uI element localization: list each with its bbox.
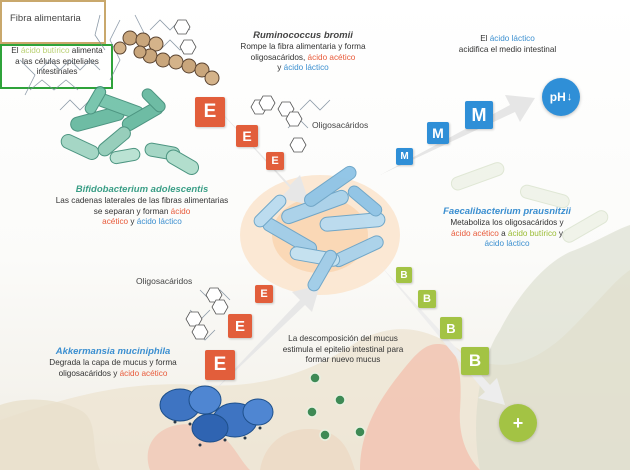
butirico-caption: El ácido butírico alimenta a las células… bbox=[2, 46, 112, 78]
marker-e-medium-top: E bbox=[236, 125, 258, 147]
butirico-highlight-box: El ácido butírico alimenta a las células… bbox=[0, 44, 113, 89]
ruminococcus-line3a: y bbox=[277, 63, 284, 72]
marker-e-small-top: E bbox=[266, 152, 284, 170]
marker-m-small: M bbox=[396, 148, 413, 165]
lactico-line2: acidifica el medio intestinal bbox=[458, 44, 557, 54]
ruminococcus-line1: Rompe la fibra alimentaria y forma bbox=[240, 42, 366, 51]
akkermansia-acetico: ácido acético bbox=[119, 368, 168, 378]
marker-b-large: B bbox=[440, 317, 462, 339]
faecalibacterium-caption: Faecalibacterium prausnitzii Metaboliza … bbox=[437, 206, 577, 250]
faecalibacterium-line1: Metaboliza los oligosacáridos y bbox=[450, 218, 564, 227]
mucus-line2: estimula el epitelio intestinal para bbox=[282, 344, 404, 354]
ph-label: pH bbox=[549, 90, 566, 104]
marker-e-large-bottom: E bbox=[205, 350, 235, 380]
bifidobacterium-line2a: se separan y forman bbox=[93, 206, 171, 216]
arrow-top-right bbox=[380, 95, 535, 175]
arrow-down-icon: ↓ bbox=[566, 91, 573, 103]
arrow-top-left bbox=[205, 95, 310, 205]
marker-b-xlarge: B bbox=[461, 347, 489, 375]
faecalibacterium-y: y bbox=[556, 228, 563, 238]
butirico-line1a: El bbox=[11, 46, 21, 55]
mucus-line1: La descomposición del mucus bbox=[288, 334, 398, 343]
akkermansia-oligosacaridos: oligosacáridos bbox=[58, 368, 111, 378]
akkermansia-y: y bbox=[110, 368, 120, 378]
bifidobacterium-acido: ácido bbox=[170, 206, 191, 216]
ruminococcus-lactico: ácido láctico bbox=[283, 63, 329, 72]
fibra-alimentaria-label: Fibra alimentaria bbox=[10, 13, 81, 24]
marker-m-medium: M bbox=[427, 122, 449, 144]
marker-b-small: B bbox=[396, 267, 412, 283]
bifidobacterium-caption: Bifidobacterium adolescentis Las cadenas… bbox=[47, 184, 237, 228]
bifidobacterium-acetico: acético bbox=[102, 217, 129, 226]
bifidobacterium-title: Bifidobacterium adolescentis bbox=[75, 184, 209, 195]
plus-icon: + bbox=[499, 404, 537, 442]
ruminococcus-acetico: ácido acético bbox=[307, 52, 356, 62]
akkermansia-caption: Akkermansia muciniphila Degrada la capa … bbox=[48, 346, 178, 379]
marker-e-medium-bottom: E bbox=[228, 314, 252, 338]
akkermansia-title: Akkermansia muciniphila bbox=[55, 346, 171, 357]
akkermansia-line1: Degrada la capa de mucus y forma bbox=[49, 358, 177, 367]
butirico-line1c: alimenta bbox=[69, 46, 103, 55]
bifidobacterium-y: y bbox=[128, 217, 137, 226]
faecalibacterium-butirico: ácido butírico bbox=[507, 228, 557, 238]
marker-e-small-bottom: E bbox=[255, 285, 273, 303]
lactico-caption: El ácido láctico acidifica el medio inte… bbox=[440, 34, 575, 55]
faecalibacterium-acetico: ácido acético bbox=[451, 228, 499, 238]
faecalibacterium-a: a bbox=[498, 228, 508, 238]
mucus-caption: La descomposición del mucus estimula el … bbox=[273, 334, 413, 366]
marker-m-large: M bbox=[465, 101, 493, 129]
oligosacaridos-label-top: Oligosacáridos bbox=[312, 120, 369, 130]
fibra-alimentaria-label-box: Fibra alimentaria bbox=[0, 0, 106, 44]
marker-e-large-top: E bbox=[195, 97, 225, 127]
faecalibacterium-title: Faecalibacterium prausnitzii bbox=[443, 206, 571, 217]
ph-icon: pH↓ bbox=[542, 78, 580, 116]
mucus-line3: formar nuevo mucus bbox=[305, 355, 381, 364]
bifidobacterium-lactico: ácido láctico bbox=[136, 217, 182, 226]
ruminococcus-line2a: oligosacáridos, bbox=[250, 52, 308, 62]
butirico-term: ácido butírico bbox=[20, 46, 70, 55]
butirico-line3: intestinales bbox=[36, 67, 78, 76]
faecalibacterium-lactico: ácido láctico bbox=[484, 239, 530, 248]
oligosacaridos-label-left: Oligosacáridos bbox=[136, 276, 193, 286]
lactico-term: ácido láctico bbox=[489, 34, 535, 43]
butirico-line2: a las células epiteliales bbox=[15, 56, 99, 66]
ruminococcus-title: Ruminococcus bromii bbox=[253, 30, 353, 41]
marker-b-medium: B bbox=[418, 290, 436, 308]
lactico-line1a: El bbox=[480, 34, 490, 43]
bifidobacterium-line1: Las cadenas laterales de las fibras alim… bbox=[55, 196, 229, 205]
arrow-bottom-left bbox=[210, 285, 320, 395]
ruminococcus-caption: Ruminococcus bromii Rompe la fibra alime… bbox=[228, 30, 378, 74]
